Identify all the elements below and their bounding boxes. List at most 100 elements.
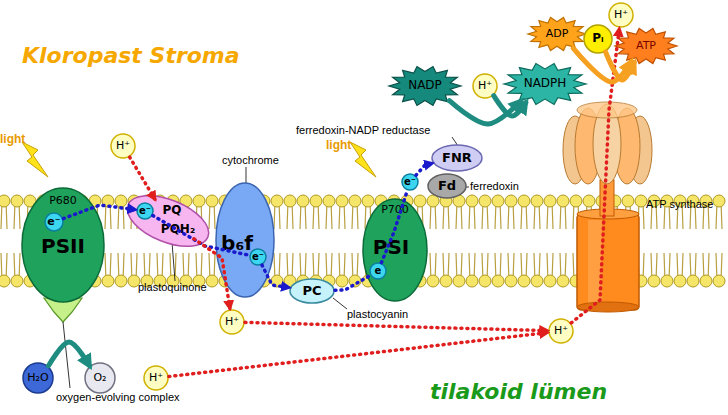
proton-path [130, 157, 156, 200]
lipid-tail [534, 201, 540, 281]
lipid-head [349, 275, 361, 287]
lipid-head [11, 275, 23, 287]
proton-path [194, 239, 230, 309]
lipid-head [518, 195, 530, 207]
part-name: ATP synthase [646, 198, 713, 210]
phosphate-circle: Pᵢ [583, 24, 613, 54]
part-name: cytochrome [222, 154, 279, 166]
reaction-arrow [573, 48, 631, 82]
node-text: e⁻ [24, 216, 84, 227]
electron-path [262, 265, 290, 288]
electron-circle: e⁻ [401, 173, 419, 191]
lipid-head [544, 275, 556, 287]
lipid-head [635, 195, 647, 207]
lipid-head [271, 275, 283, 287]
node-text: H⁺ [90, 140, 156, 151]
proton-circle: H⁺ [143, 365, 169, 391]
lipid-tail [326, 201, 332, 281]
reaction-arrow [449, 101, 520, 124]
lipid-head [323, 195, 335, 207]
node-text: PSII [1, 236, 125, 256]
lipid-head [674, 275, 686, 287]
lipid-tail [690, 201, 696, 281]
lipid-head [271, 195, 283, 207]
node-text: PQ [108, 204, 236, 216]
lipid-head [479, 195, 491, 207]
part-name: oxygen-evolving complex [56, 391, 180, 403]
lipid-head [440, 275, 452, 287]
lipid-head [466, 195, 478, 207]
electron-path [63, 205, 136, 219]
electron-circle: e [369, 262, 387, 280]
lipid-head [102, 195, 114, 207]
lipid-tail [105, 201, 111, 281]
lipid-tail [547, 201, 553, 281]
lipid-tail [469, 201, 475, 281]
proton-path [571, 28, 619, 323]
ellipse-shape [120, 185, 215, 256]
lipid-head [700, 275, 712, 287]
electron-path [381, 191, 407, 263]
lipid-head [466, 275, 478, 287]
region-label: tilakoid lümen [430, 380, 607, 404]
lipid-tail [352, 201, 358, 281]
lipid-head [336, 195, 348, 207]
node-text: P700 [342, 204, 448, 215]
node-text: H⁺ [199, 316, 265, 327]
lipid-head [284, 195, 296, 207]
lipid-head [492, 195, 504, 207]
lipid-tail [339, 201, 345, 281]
lipid-heads [0, 195, 725, 207]
atp-synthase-symbol [563, 102, 652, 312]
lipid-head [713, 195, 725, 207]
node-text: H⁺ [588, 9, 654, 20]
lipid-head [557, 195, 569, 207]
plastoquinone-ellipse: PQPQH₂e⁻ [124, 199, 212, 243]
lipid-head [479, 275, 491, 287]
molecule-starburst: NADPH [504, 63, 586, 105]
leader-line [63, 137, 469, 388]
lipid-head [336, 275, 348, 287]
lipid-tail [443, 201, 449, 281]
lipid-tail [118, 201, 124, 281]
lipid-head [583, 195, 595, 207]
lipid-head [492, 275, 504, 287]
lipid-tail [287, 201, 293, 281]
lipid-tail [651, 201, 657, 281]
reaction-arrow [606, 52, 635, 80]
lipid-head [414, 195, 426, 207]
lipid-head [661, 275, 673, 287]
cytochrome-ellipse: b₆fe⁻ [215, 182, 275, 298]
photosystem-ellipse: P680PSIIe⁻ [21, 187, 105, 303]
lipid-head [362, 195, 374, 207]
proton-circle: H⁺ [548, 318, 574, 344]
lipid-tail [664, 201, 670, 281]
lipid-head [505, 275, 517, 287]
lipid-tail [495, 201, 501, 281]
node-text: e [349, 266, 407, 276]
electron-circle: e⁻ [249, 248, 267, 266]
lipid-tail [430, 201, 436, 281]
lipid-head [102, 275, 114, 287]
lipid-tail [456, 201, 462, 281]
lipid-head [687, 275, 699, 287]
oxygen-circle: O₂ [84, 362, 116, 394]
node-text: NADPH [484, 77, 606, 89]
node-text: PSI [338, 237, 444, 257]
lipid-head [622, 195, 634, 207]
proton-circle: H⁺ [110, 133, 136, 159]
lipid-tail [703, 201, 709, 281]
proton-path [169, 332, 548, 376]
lipid-head [115, 275, 127, 287]
lipid-head [713, 275, 725, 287]
reaction-arrow [494, 96, 526, 116]
molecule-starburst: ATP [615, 28, 677, 64]
reaction-arrow [48, 342, 89, 366]
lipid-tail [716, 201, 722, 281]
lipid-head [349, 195, 361, 207]
photosystem-ellipse: P700PSIe [362, 198, 428, 302]
lipid-head [115, 195, 127, 207]
lipid-tail [677, 201, 683, 281]
lipid-tail [14, 201, 20, 281]
lipid-tail [313, 201, 319, 281]
